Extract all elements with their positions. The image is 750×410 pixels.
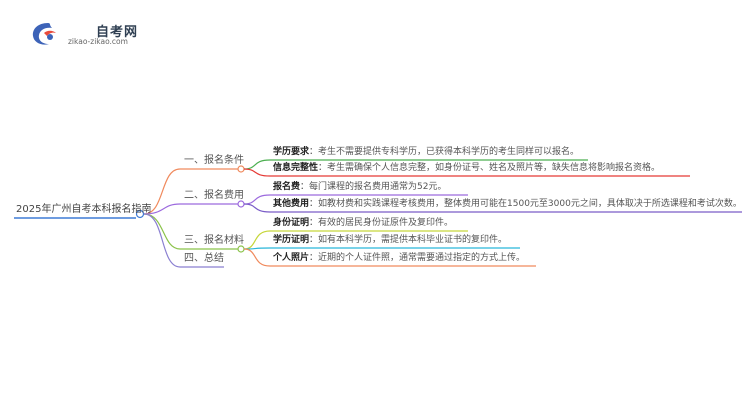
leaf-key: 身份证明 <box>273 218 310 228</box>
logo-subtitle: zikao-zikao.com <box>68 37 128 46</box>
leaf-key: 学历要求 <box>273 147 310 157</box>
connector-leaf-3-3 <box>243 248 271 267</box>
leaf-key: 学历证明 <box>273 235 310 245</box>
branch-label-conditions: 一、报名条件 <box>184 155 244 166</box>
leaf-registration-fee: 报名费：每门课程的报名费用通常为52元。 <box>273 180 446 194</box>
connector-leaf-2-2 <box>243 203 271 213</box>
connector-branch-2 <box>143 203 181 215</box>
connector-branch-4 <box>143 213 181 268</box>
leaf-text: ：近期的个人证件照，通常需要通过指定的方式上传。 <box>309 253 526 263</box>
connector-leaf-2-1 <box>243 194 271 205</box>
root-label: 2025年广州自考本科报名指南 <box>16 204 152 215</box>
leaf-key: 个人照片 <box>273 253 310 263</box>
logo-swirl-icon <box>32 23 56 45</box>
connector-branch-1 <box>143 168 181 215</box>
leaf-text: ：考生不需要提供专科学历，已获得本科学历的考生同样可以报名。 <box>309 147 580 157</box>
leaf-identity-proof: 身份证明：有效的居民身份证原件及复印件。 <box>273 216 453 230</box>
logo-title: 自考网 <box>96 25 139 40</box>
leaf-text: ：如有本科学历，需提供本科毕业证书的复印件。 <box>309 235 508 245</box>
branch-label-fees: 二、报名费用 <box>184 190 244 201</box>
connector-leaf-1-2 <box>243 168 271 177</box>
leaf-text: ：有效的居民身份证原件及复印件。 <box>309 218 454 228</box>
leaf-key: 信息完整性 <box>273 163 319 173</box>
connector-branch-3 <box>143 213 181 250</box>
branch-label-materials: 三、报名材料 <box>184 235 244 246</box>
branch-label-summary: 四、总结 <box>184 253 224 264</box>
connector-leaf-1-1 <box>243 159 271 170</box>
leaf-education-proof: 学历证明：如有本科学历，需提供本科毕业证书的复印件。 <box>273 233 507 247</box>
root-node <box>135 209 145 219</box>
connector-leaf-3-1 <box>243 230 271 250</box>
leaf-other-fees: 其他费用：如教材费和实践课程考核费用，整体费用可能在1500元至3000元之间，… <box>273 197 742 211</box>
leaf-key: 其他费用 <box>273 199 310 209</box>
leaf-text: ：如教材费和实践课程考核费用，整体费用可能在1500元至3000元之间，具体取决… <box>309 199 742 209</box>
leaf-info-completeness: 信息完整性：考生需确保个人信息完整，如身份证号、姓名及照片等，缺失信息将影响报名… <box>273 161 660 175</box>
leaf-key: 报名费 <box>273 182 301 192</box>
leaf-education-requirement: 学历要求：考生不需要提供专科学历，已获得本科学历的考生同样可以报名。 <box>273 145 579 159</box>
site-logo[interactable]: 自考网 zikao-zikao.com <box>30 20 150 50</box>
leaf-text: ：考生需确保个人信息完整，如身份证号、姓名及照片等，缺失信息将影响报名资格。 <box>318 163 661 173</box>
leaf-text: ：每门课程的报名费用通常为52元。 <box>300 182 447 192</box>
leaf-personal-photo: 个人照片：近期的个人证件照，通常需要通过指定的方式上传。 <box>273 251 525 265</box>
